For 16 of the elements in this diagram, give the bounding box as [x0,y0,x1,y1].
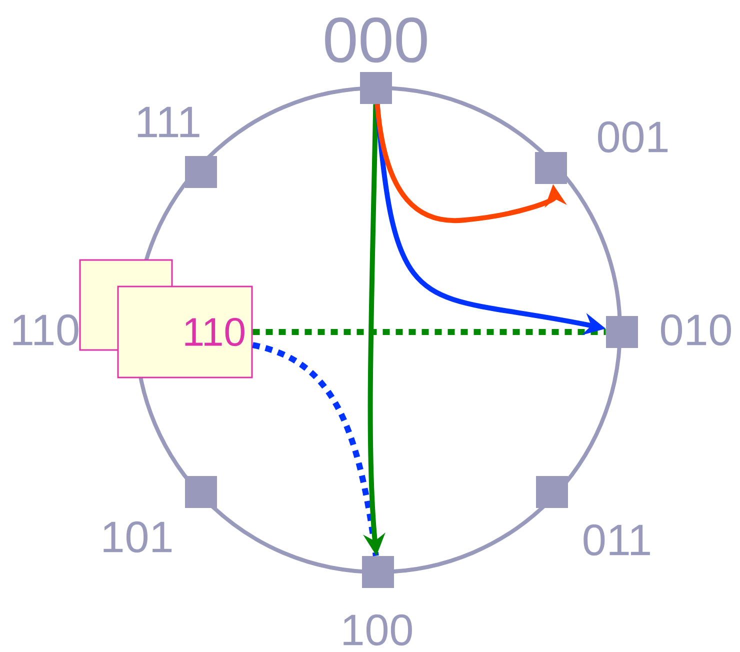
square-marker [535,152,567,184]
square-marker [606,316,638,348]
square-marker [185,476,217,508]
node-label: 010 [661,314,731,346]
node-label: 110 [13,314,78,346]
square-marker [536,476,568,508]
square-marker [185,156,217,188]
node-label: 011 [584,524,650,556]
node-label: 111 [138,106,200,138]
node-label: 101 [104,521,172,553]
card: 110 [117,286,253,378]
node-label: 100 [344,614,412,646]
node-label: 000 [325,17,427,63]
square-marker [362,556,394,588]
square-marker [360,72,392,104]
node-label: 001 [598,121,668,153]
